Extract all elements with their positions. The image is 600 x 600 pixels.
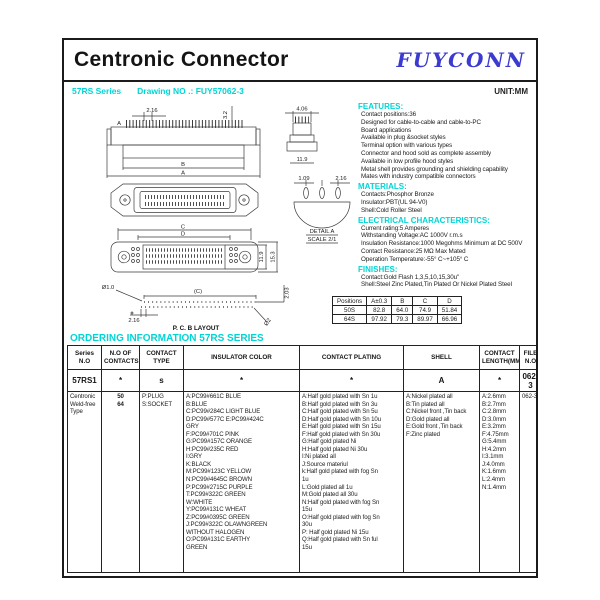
detail-file-no: 062-3 [519,391,536,573]
positions-col: Positions [331,296,368,306]
electrical-heading: ELECTRICAL CHARACTERISTICS: [358,215,490,225]
positions-header-row: Positions A±0.3 B C D [331,296,463,306]
col-b: B [391,296,414,306]
technical-drawing: 2.16 3.2 A B A 4.06 11.9 1.09 2.16 DETAI… [102,106,351,332]
dim-c: C [181,225,185,231]
col-d: D [436,296,463,306]
code-plating: * [299,369,404,392]
cell: 82.8 [366,305,393,315]
detail-contact-type: P:PLUG S:SOCKET [139,391,184,573]
dim-a: A [181,171,185,177]
code-file: 062-3 [519,369,536,392]
col-contact-type: CONTACT TYPE [139,345,184,370]
dim-height-15-3: 15.3 [271,251,277,262]
dim-c-ref: (C) [194,289,202,295]
dim-2-03: 2.03 [285,287,291,298]
col-contact-length: CONTACT LENGTH(MM) [479,345,520,370]
detail-series: Centronic Weld-free Type [67,391,102,573]
sub-header: 57RS Series Drawing NO .: FUY57062-3 UNI… [64,82,536,100]
table-row: 50S 82.8 64.0 74.9 51.84 [331,305,463,315]
dim-height-11-9: 11.9 [259,252,265,263]
col-contact-plating: CONTACT PLATING [299,345,404,370]
cell: 66.96 [436,314,463,324]
detail-contact-plating: A:Half gold plated with Sn 1u B:Half gol… [299,391,404,573]
dim-height-11-9-side: 11.9 [297,157,308,163]
cell: 89.97 [412,314,438,324]
detail-caption: DETAIL A [310,229,335,235]
unit-label: UNIT:MM [494,86,528,96]
content-area: 2.16 3.2 A B A 4.06 11.9 1.09 2.16 DETAI… [64,100,536,332]
detail-shell: A:Nickel plated all B:Tin plated all C:N… [403,391,480,573]
dim-phi-2: Ø2 [264,318,273,328]
brand-logo: FUYCONN [396,48,526,72]
cell: 97.92 [366,314,393,324]
detail-contact-length: A:2.6mm B:2.7mm C:2.8mm D:3.0mm E:3.2mm … [479,391,520,573]
header: Centronic Connector FUYCONN [64,40,536,82]
dim-pitch-pcb: 2.16 [128,318,139,324]
code-type: s [139,369,184,392]
col-a: A±0.3 [366,296,393,306]
features-heading: FEATURES: [358,102,404,111]
dim-detail-1-09: 1.09 [298,176,309,182]
code-insulator: * [183,369,300,392]
detail-insulator-color: A:PC99#661C BLUE B:BLUE C:PC99#284C LIGH… [183,391,300,573]
cell: 64S [331,314,368,324]
dim-d: D [181,232,185,238]
cell: 51.84 [436,305,463,315]
finishes-heading: FINISHES: [358,264,398,274]
detail-contacts: 50 64 [101,391,140,573]
detail-marker-a: A [117,121,121,127]
col-file-no: FILE N.O [519,345,536,370]
code-contacts: * [101,369,140,392]
ordering-code-row: 57RS1 * s * * A * 062-3 [67,369,536,392]
col-c: C [412,296,438,306]
pcb-layout-caption: P. C. B LAYOUT [173,325,220,332]
dim-height-3-2: 3.2 [223,111,229,119]
code-length: * [479,369,520,392]
electrical-list: Current rating:5 Amperes Withstanding Vo… [361,224,523,263]
dim-detail-2-16: 2.16 [335,176,346,182]
ordering-detail-row: Centronic Weld-free Type 50 64 P:PLUG S:… [67,391,536,573]
col-contacts: N.O OF CONTACTS [101,345,140,370]
table-row: 64S 97.92 79.3 89.97 66.96 [331,314,463,324]
datasheet-frame: Centronic Connector FUYCONN 57RS Series … [62,38,538,578]
col-insulator-color: INSULATOR COLOR [183,345,300,370]
cell: 50S [331,305,368,315]
cell: 79.3 [391,314,414,324]
materials-heading: MATERIALS: [358,182,407,192]
ordering-header-row: Series N.O N.O OF CONTACTS CONTACT TYPE … [67,345,536,370]
spec-sections: FEATURES: Contact positions:36 Designed … [358,101,536,289]
materials-list: Contacts:Phosphor Bronze Insulator:PBT(U… [361,191,434,214]
code-series: 57RS1 [67,369,102,392]
detail-scale: SCALE 2/1 [308,237,337,243]
series-label: 57RS Series [72,86,122,96]
ordering-table: Series N.O N.O OF CONTACTS CONTACT TYPE … [67,345,536,573]
dim-pitch-top: 2.16 [146,108,157,114]
dim-width-4-06: 4.06 [296,107,307,113]
col-shell: SHELL [403,345,480,370]
col-series: Series N.O [67,345,102,370]
page-title: Centronic Connector [74,48,289,71]
dim-hole-diameter: Ø1.0 [102,285,115,291]
cell: 64.0 [391,305,414,315]
ordering-heading: ORDERING INFORMATION 57RS SERIES [70,333,264,344]
drawing-number: Drawing NO .: FUY57062-3 [137,86,244,96]
features-list: Contact positions:36 Designed for cable-… [361,111,508,181]
finishes-list: Contact:Gold Flash 1,3,5,10,15,30u" Shel… [361,273,512,289]
positions-table: Positions A±0.3 B C D 50S 82.8 64.0 74.9… [331,296,463,324]
code-shell: A [403,369,480,392]
cell: 74.9 [412,305,438,315]
dim-b: B [181,162,185,168]
